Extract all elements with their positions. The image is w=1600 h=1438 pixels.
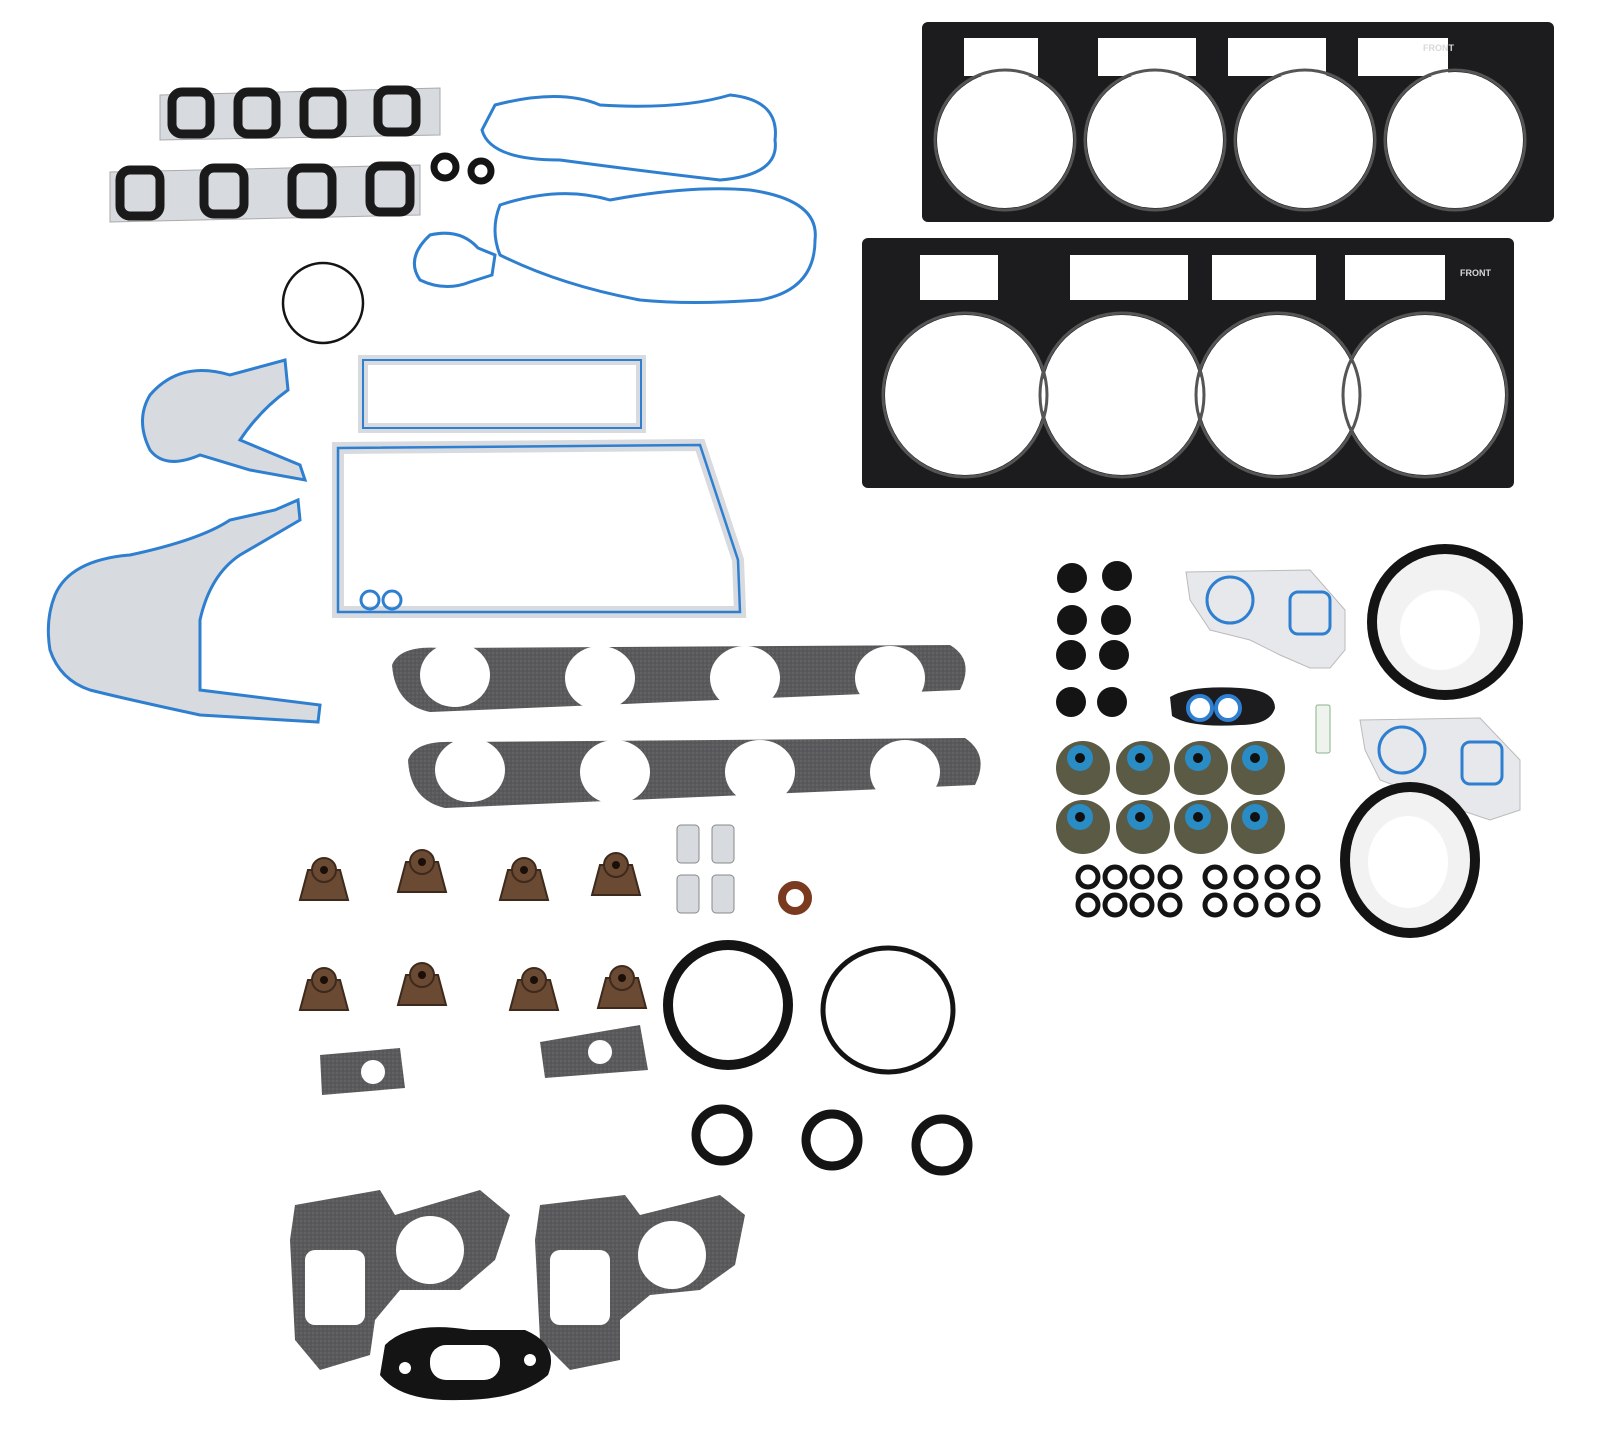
- water-pump-gaskets: [1185, 569, 1521, 821]
- front-crank-seal: [1340, 782, 1480, 938]
- small-seal: [778, 881, 812, 915]
- water-pump-o-ring: [281, 261, 365, 345]
- front-marking: FRONT: [1460, 268, 1491, 278]
- throttle-body-gasket: [412, 231, 497, 288]
- small-o-rings: [1075, 864, 1321, 918]
- valley-cover-gasket: [480, 93, 817, 304]
- oil-line-gasket: [1170, 687, 1275, 726]
- clear-sleeve: [1315, 704, 1331, 754]
- oil-cooler-gasket: [380, 1327, 552, 1401]
- valve-stem-seals-blue: [1056, 741, 1285, 854]
- oil-pan-gasket: [332, 355, 747, 618]
- medium-o-rings: [691, 1104, 973, 1176]
- exhaust-manifold-gaskets: [392, 643, 981, 808]
- small-retainer-gaskets: [676, 824, 735, 914]
- intake-manifold-gaskets: [109, 85, 441, 223]
- large-o-rings: [663, 940, 956, 1075]
- timing-cover-gasket: [46, 358, 322, 724]
- valve-stem-seals-brown: [298, 849, 648, 1011]
- rear-main-seal: [1367, 544, 1523, 700]
- rocker-cover-grommets: [1056, 561, 1132, 717]
- cylinder-head-gaskets: FRONT FRONT: [862, 22, 1554, 488]
- thermostat-gaskets: [290, 1190, 745, 1370]
- egr-gaskets: [320, 1025, 648, 1095]
- front-marking: FRONT: [1423, 43, 1454, 53]
- intake-port-o-rings: [430, 152, 495, 185]
